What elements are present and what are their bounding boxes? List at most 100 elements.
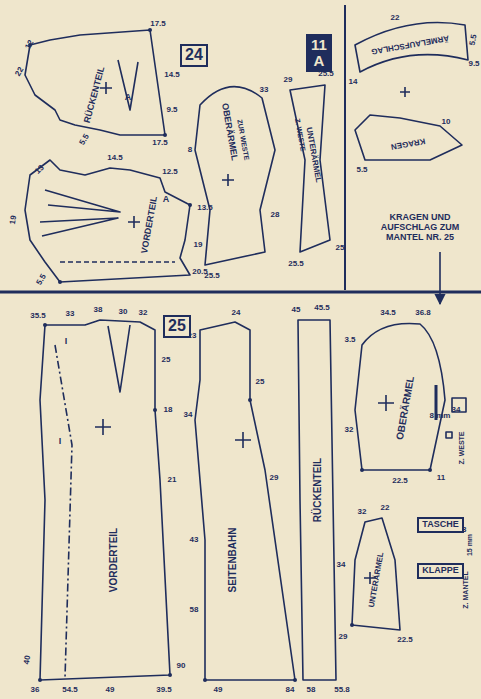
dimension-label: 12 xyxy=(24,39,36,51)
piece-name: OBERÄRMEL xyxy=(219,103,239,162)
dimension-label: 11 xyxy=(437,474,445,483)
dimension-label: 8 mm xyxy=(430,412,451,421)
dimension-label: 9.5 xyxy=(468,60,479,69)
dimension-label: 22.5 xyxy=(392,477,408,486)
dimension-label: 84 xyxy=(286,686,295,695)
dimension-label: 25 xyxy=(336,244,345,253)
part-box: TASCHE xyxy=(417,517,464,533)
dimension-label: 17.5 xyxy=(152,139,168,148)
piece-name: OBERÄRMEL xyxy=(394,375,416,440)
pointer-arrow xyxy=(439,252,441,304)
dimension-label: 5.5 xyxy=(35,273,48,287)
dimension-label: 10 xyxy=(442,118,451,127)
dimension-label: 54.5 xyxy=(62,686,78,695)
piece-name: VORDERTEIL xyxy=(108,528,119,592)
dimension-label: UNTERÄRMEL xyxy=(304,127,322,184)
dimension-label: 25.5 xyxy=(204,272,220,281)
dimension-label: 22 xyxy=(391,14,400,23)
model-number-box: 25 xyxy=(163,315,191,338)
dimension-label: 58 xyxy=(307,686,316,695)
dimension-label: 58 xyxy=(190,606,199,615)
dimension-label: 14 xyxy=(349,78,358,87)
pattern-piece xyxy=(352,518,400,630)
pattern-piece xyxy=(25,30,165,135)
dimension-label: 32 xyxy=(139,309,148,318)
dimension-label: 13.5 xyxy=(197,204,213,213)
model-number-box: 24 xyxy=(180,44,208,67)
dimension-label: 24 xyxy=(232,309,241,318)
fold-line xyxy=(55,345,72,678)
pattern-piece xyxy=(25,160,190,282)
dimension-label: 32 xyxy=(345,426,354,435)
dimension-label: 49 xyxy=(106,686,115,695)
dimension-label: 18 xyxy=(164,406,173,415)
part-box: KLAPPE xyxy=(417,563,464,579)
model-number-box: 11 A xyxy=(306,34,332,72)
dimension-label: 25 xyxy=(256,378,265,387)
dimension-label: 38 xyxy=(94,306,103,315)
dimension-label: 22.5 xyxy=(397,636,413,645)
pocket-line xyxy=(60,261,175,263)
piece-name: A xyxy=(125,93,132,103)
pattern-piece xyxy=(195,322,295,680)
dart xyxy=(118,60,138,110)
dart xyxy=(108,325,130,392)
piece-name: KRAGEN UND AUFSCHLAG ZUM MANTEL NR. 25 xyxy=(370,213,470,243)
dimension-label: Z. WESTE xyxy=(458,431,466,464)
dimension-label: 29 xyxy=(284,76,293,85)
dimension-label: 19 xyxy=(194,241,203,250)
dimension-label: KRAGEN xyxy=(390,136,426,151)
dimension-label: 34.5 xyxy=(380,309,396,318)
dimension-label: 36.8 xyxy=(415,309,431,318)
dimension-label: 45 xyxy=(292,306,301,315)
piece-name: I xyxy=(65,337,68,347)
dimension-label: 5.5 xyxy=(78,133,91,147)
dimension-label: 35.5 xyxy=(30,312,46,321)
dimension-label: 8 xyxy=(188,146,192,155)
dimension-label: 33 xyxy=(66,310,75,319)
piece-name: VORDERTEIL xyxy=(140,196,160,255)
pattern-piece xyxy=(195,87,275,265)
piece-name: A xyxy=(163,195,170,205)
dimension-label: 40 xyxy=(23,655,33,665)
model-number: 25 xyxy=(168,318,186,335)
dimension-label: 49 xyxy=(214,686,223,695)
dimension-label: 45.5 xyxy=(314,304,330,313)
dimension-label: 13 xyxy=(34,164,47,177)
dimension-label: 34 xyxy=(337,561,346,570)
dimension-label: 29 xyxy=(339,633,348,642)
piece-name: RÜCKENTEIL xyxy=(312,458,323,522)
size-square xyxy=(446,432,452,438)
dimension-label: ÄRMELAUFSCHLAG xyxy=(370,33,449,55)
piece-name: RÜCKENTEIL xyxy=(83,66,108,125)
divider-line xyxy=(0,291,481,294)
dimension-label: 17.5 xyxy=(150,20,166,29)
part-name: TASCHE xyxy=(422,520,458,529)
dimension-label: 90 xyxy=(177,662,186,671)
dimension-label: 15 mm xyxy=(466,534,474,556)
dimension-label: 5.5 xyxy=(469,34,480,46)
pattern-piece xyxy=(355,23,468,73)
dimension-label: 34 xyxy=(184,411,193,420)
dimension-label: UNTERÄRMEL xyxy=(368,552,386,609)
dimension-label: 39.5 xyxy=(156,686,172,695)
model-number: 11 A xyxy=(311,37,327,69)
dimension-label: 34 xyxy=(452,406,461,415)
dimension-label: 19 xyxy=(9,215,19,225)
dimension-label: 22 xyxy=(381,504,390,513)
dimension-label: 9.5 xyxy=(166,106,177,115)
dimension-label: 32 xyxy=(358,508,367,517)
dimension-label: 22 xyxy=(14,66,26,78)
dimension-label: 55.8 xyxy=(334,686,350,695)
dimension-label: 14.5 xyxy=(107,154,123,163)
dart xyxy=(40,190,120,236)
dimension-label: 12.5 xyxy=(162,168,178,177)
pattern-piece xyxy=(355,323,445,470)
dimension-label: 14.5 xyxy=(164,71,180,80)
model-number: 24 xyxy=(185,47,203,64)
dimension-label: 36 xyxy=(31,686,40,695)
piece-name: I xyxy=(59,437,62,447)
grain-mark xyxy=(95,82,410,584)
